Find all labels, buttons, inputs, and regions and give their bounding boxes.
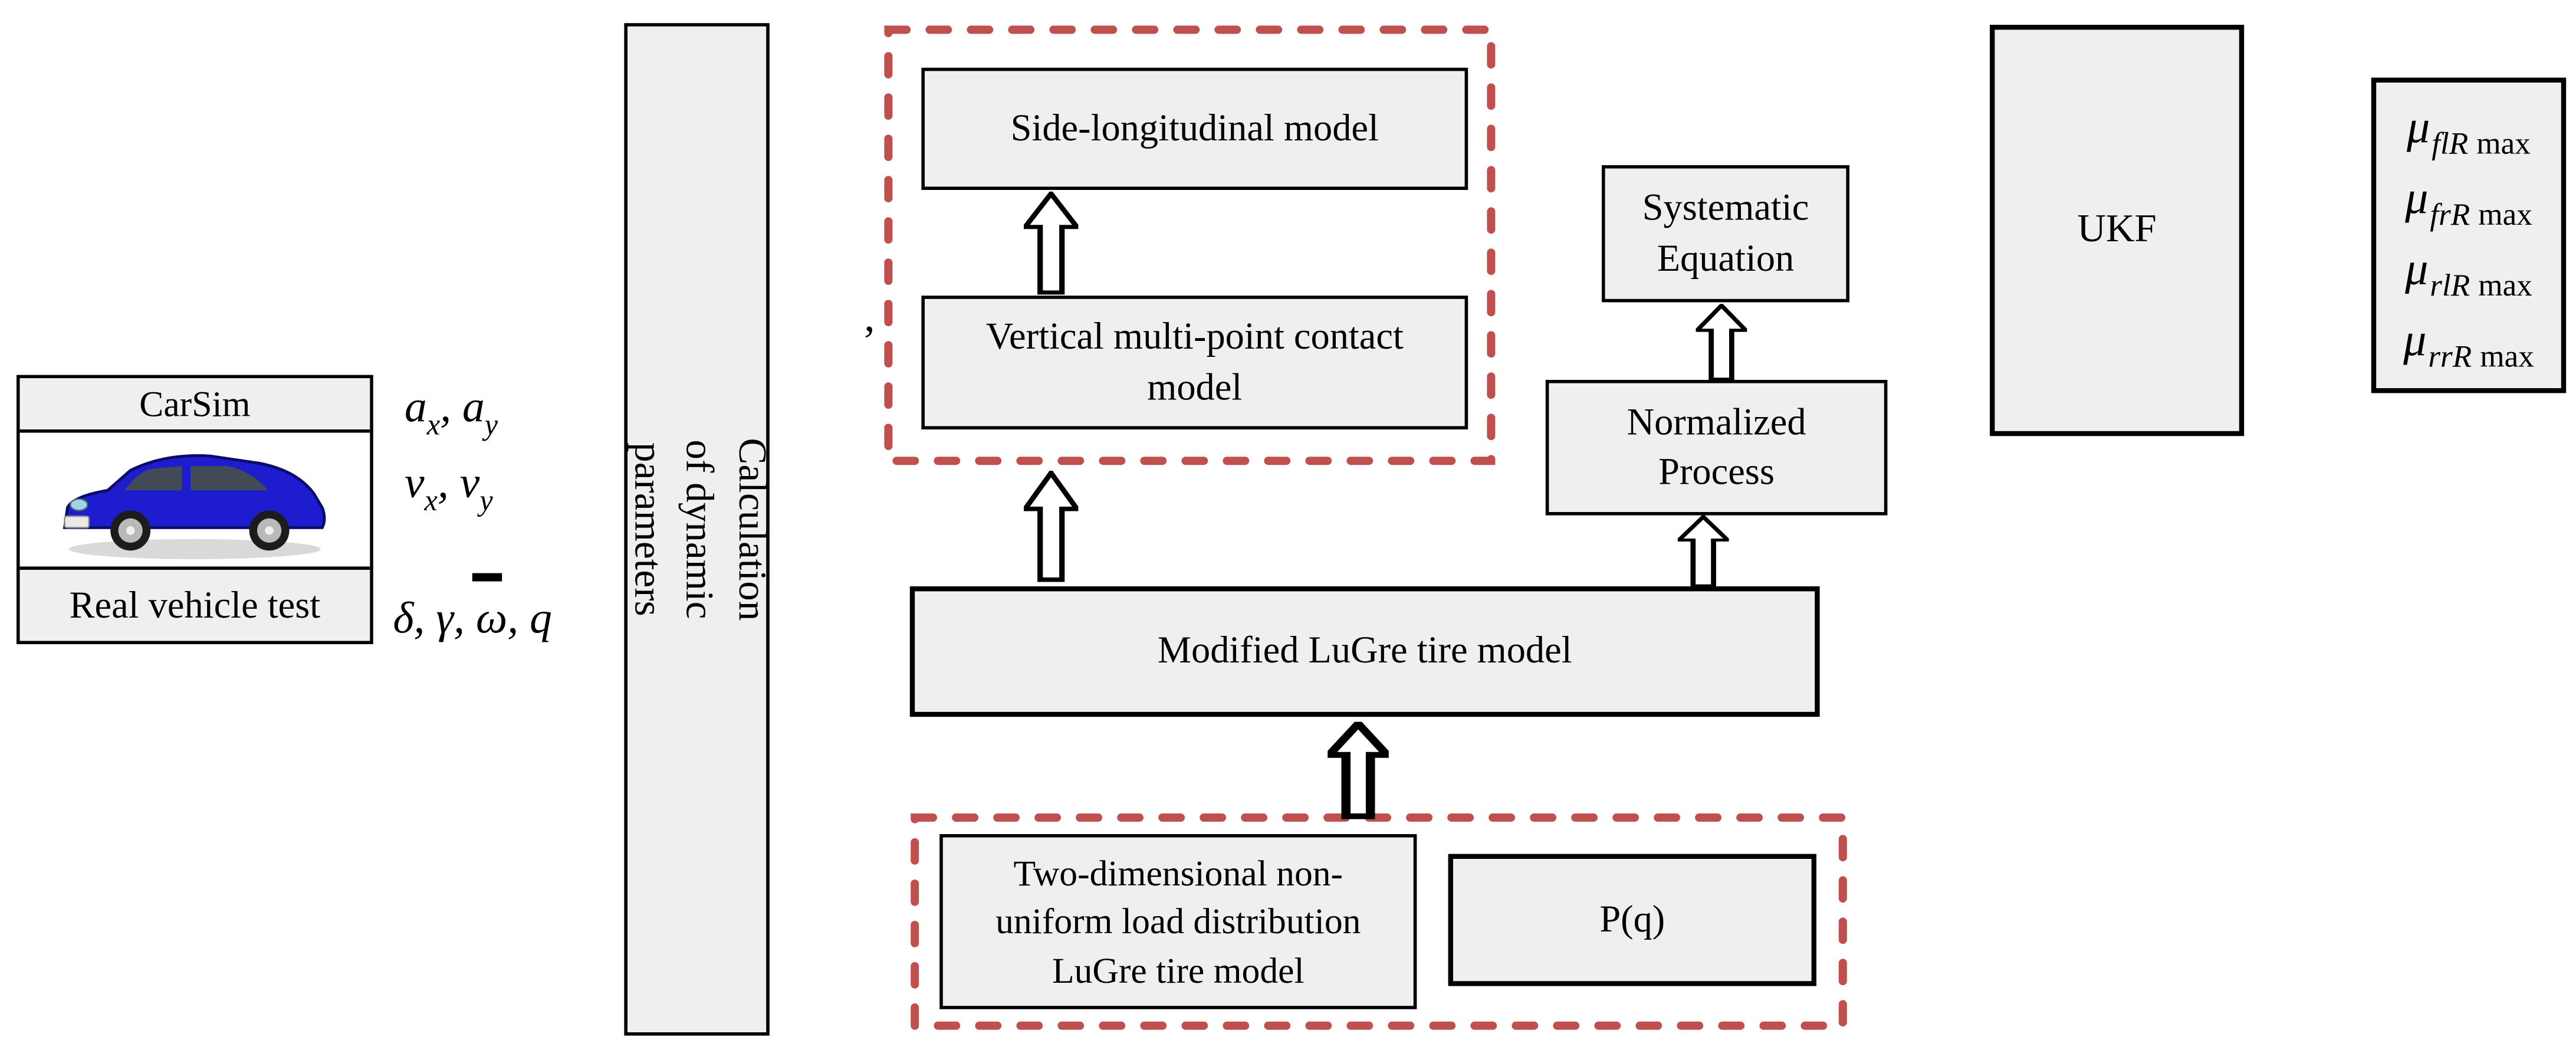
calculation-of-dynamic-parameters-box: Calculation of dynamic parameters (624, 23, 772, 1036)
ay-sub: y (484, 408, 498, 441)
signal-accelerations: ax, ay (405, 381, 498, 441)
vertical-multipoint-contact-model-box: Vertical multi-point contact model (921, 296, 1468, 429)
mu-subscript: rlR (2430, 269, 2470, 304)
dashed-red-border (911, 813, 1847, 1030)
vertical-multipoint-label: Vertical multi-point contact model (985, 316, 1404, 408)
mu-max: max (2478, 198, 2532, 233)
mu-symbol: μ (2405, 244, 2429, 296)
mu-max: max (2480, 340, 2534, 376)
comma: , (437, 457, 460, 507)
source-panel: CarSim Real vehicle test (17, 375, 373, 644)
mu-symbol: μ (2407, 101, 2430, 153)
mu-subscript: rrR (2428, 340, 2472, 376)
ax-base: a (405, 381, 427, 431)
normalized-process-label: Normalized Process (1627, 401, 1806, 493)
real-vehicle-test-label: Real vehicle test (19, 566, 370, 641)
pq-box: P(q) (1448, 854, 1816, 986)
side-longitudinal-label: Side-longitudinal model (1010, 107, 1379, 149)
load-distribution-group-frame (910, 813, 1848, 1031)
two-dimensional-label: Two-dimensional non- uniform load distri… (995, 853, 1361, 990)
mu-symbol: μ (2405, 173, 2429, 225)
car-image (19, 432, 370, 567)
carsim-label: CarSim (19, 378, 370, 433)
systematic-equation-box: Systematic Equation (1602, 165, 1849, 303)
dashed-red-border (884, 25, 1496, 465)
vy-base: v (459, 457, 480, 507)
mu-subscript: frR (2430, 198, 2470, 233)
stray-tick-mark: ’ (862, 317, 876, 365)
up-arrow-normalized-to-systematic-icon (1696, 304, 1747, 381)
mu-max: max (2476, 126, 2531, 162)
ax-sub: x (426, 408, 441, 441)
up-arrow-vertical-to-side-icon (1024, 191, 1079, 295)
up-arrow-group-to-lugre-icon (1328, 721, 1389, 819)
normalized-process-box: Normalized Process (1545, 380, 1888, 516)
comma: , (440, 381, 462, 431)
blue-car-illustration (63, 453, 326, 559)
modified-lugre-tire-model-box: Modified LuGre tire model (909, 586, 1820, 717)
systematic-equation-label: Systematic Equation (1642, 186, 1809, 278)
ay-base: a (462, 381, 485, 431)
signal-velocities: vx, vy (405, 457, 493, 517)
up-arrow-lugre-to-normalized-icon (1677, 515, 1729, 588)
up-arrow-lugre-to-group-icon (1024, 471, 1079, 582)
vx-base: v (405, 457, 425, 507)
vx-sub: x (424, 484, 438, 517)
two-dimensional-lugre-model-box: Two-dimensional non- uniform load distri… (939, 834, 1417, 1009)
mu-symbol: μ (2403, 316, 2427, 368)
vy-sub: y (479, 484, 493, 517)
separator-dash (472, 573, 502, 582)
signal-steer-yaw-wheelspeed: δ, γ, ω, q (393, 593, 552, 643)
ukf-box: UKF (1990, 25, 2245, 437)
ukf-label: UKF (2077, 207, 2157, 251)
mu-subscript: flR (2432, 126, 2469, 162)
pq-label: P(q) (1599, 898, 1665, 940)
side-longitudinal-model-box: Side-longitudinal model (921, 67, 1468, 191)
calculation-label: Calculation of dynamic parameters (624, 438, 773, 621)
mu-max: max (2478, 269, 2532, 304)
modified-lugre-label: Modified LuGre tire model (1157, 629, 1572, 671)
vertical-model-group-frame (883, 25, 1496, 466)
